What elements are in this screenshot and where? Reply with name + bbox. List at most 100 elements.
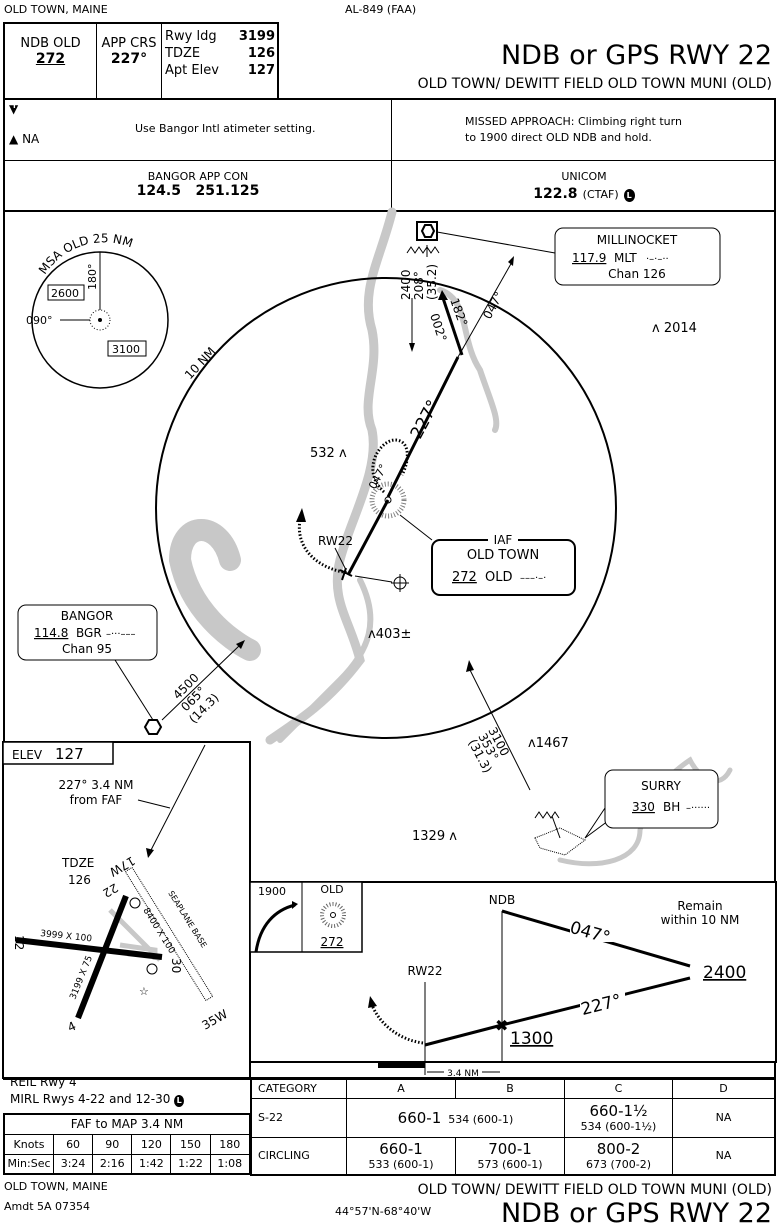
profile-dist: 3.4 NM bbox=[447, 1069, 479, 1079]
bgr-chan: Chan 95 bbox=[62, 642, 112, 656]
millinocket-vortac bbox=[406, 221, 556, 257]
pilot-controlled-lighting-icon: L bbox=[623, 189, 635, 202]
rwy-ldg: 3199 bbox=[238, 29, 275, 44]
briefing-strip: NDB OLD 272 APP CRS 227° Rwy ldg 3199 TDZ… bbox=[3, 22, 279, 100]
airport-name: OLD TOWN/ DEWITT FIELD OLD TOWN MUNI (OL… bbox=[417, 76, 772, 92]
footer-title: NDB or GPS RWY 22 bbox=[500, 1198, 772, 1229]
faf-alt: 1300 bbox=[510, 1029, 553, 1049]
faf-note-2: from FAF bbox=[70, 793, 123, 807]
wind-indicator-icon bbox=[129, 897, 141, 909]
seaplane-base bbox=[124, 866, 214, 1002]
surry-freq: 330 bbox=[632, 800, 655, 814]
altimeter-note: Use Bangor Intl atimeter setting. bbox=[135, 122, 316, 135]
holding-pattern bbox=[371, 438, 409, 494]
obstacle-532: 532 ʌ bbox=[310, 446, 347, 461]
radial-047 bbox=[457, 261, 513, 358]
bangor-callout bbox=[17, 604, 158, 661]
hold-freq: 272 bbox=[321, 935, 344, 949]
missed-approach-path bbox=[297, 519, 351, 575]
minimums-table: CATEGORY A B C D S-22 660-1 534 (600-1) … bbox=[250, 1077, 776, 1176]
elev-value: 127 bbox=[55, 745, 84, 763]
faf-note-1: 227° 3.4 NM bbox=[59, 778, 134, 792]
faf-pointer bbox=[149, 744, 206, 853]
iaf-label: IAF bbox=[494, 533, 513, 547]
feeder-002 bbox=[441, 297, 464, 356]
profile-rw22: RW22 bbox=[408, 964, 443, 978]
app-crs: 227° bbox=[110, 51, 148, 67]
procedure-title: NDB or GPS RWY 22 bbox=[500, 40, 772, 71]
surry-route bbox=[469, 669, 531, 791]
apt-elev: 127 bbox=[247, 63, 275, 78]
faf-cross-icon: ✖ bbox=[495, 1016, 508, 1035]
remain-1: Remain bbox=[677, 899, 722, 913]
chart-id: AL-849 (FAA) bbox=[345, 3, 417, 16]
approach-control: BANGOR APP CON 124.5 251.125 bbox=[136, 170, 260, 199]
unicom: UNICOM 122.8 (CTAF) L bbox=[391, 170, 777, 202]
runway-12-30 bbox=[15, 937, 163, 960]
reil-note: REIL Rwy 4 bbox=[10, 1075, 77, 1089]
mlt-freq: 117.9 bbox=[572, 251, 606, 265]
hold-alt: 1900 bbox=[258, 885, 286, 898]
msa-alt-1: 2600 bbox=[51, 287, 79, 300]
obstacle-403: ʌ403± bbox=[368, 627, 411, 642]
surry-ident: BH bbox=[663, 800, 680, 814]
location-top: OLD TOWN, MAINE bbox=[4, 3, 108, 16]
takeoff-minimums-icon: ▼T bbox=[9, 102, 19, 116]
final-course-label: 227° bbox=[407, 397, 444, 443]
mlt-morse: ·–·–·· bbox=[646, 254, 669, 265]
surry-ndb-icon bbox=[534, 811, 586, 856]
runway-bar bbox=[378, 1062, 425, 1068]
mlt-ident: MLT bbox=[614, 251, 637, 265]
parking-icon bbox=[146, 963, 158, 975]
obstacle-1329: 1329 ʌ bbox=[412, 829, 457, 844]
msa-alt-2: 3100 bbox=[112, 343, 140, 356]
missed-approach-1: MISSED APPROACH: Climbing right turn bbox=[465, 115, 682, 128]
pilot-controlled-lighting-icon: L bbox=[174, 1095, 185, 1107]
rwy-12: 12 bbox=[12, 935, 26, 950]
obstacle-1467: ʌ1467 bbox=[528, 736, 569, 751]
alternate-minimums: ▲ NA bbox=[9, 132, 40, 146]
rw22-label: RW22 bbox=[318, 534, 353, 548]
bgr-route bbox=[161, 644, 241, 721]
mirl-note: MIRL Rwys 4-22 and 12-30 L bbox=[10, 1092, 185, 1107]
footer-coords: 44°57'N-68°40'W bbox=[335, 1205, 432, 1218]
apt-elev-label: Apt Elev bbox=[165, 63, 219, 78]
runway-4-22 bbox=[75, 894, 129, 1020]
bgr-name: BANGOR bbox=[61, 609, 114, 623]
remain-2: within 10 NM bbox=[661, 913, 740, 927]
ring-label: 10 NM bbox=[182, 344, 218, 382]
msa-bearing-090: 090° bbox=[26, 314, 53, 327]
tdze-label: TDZE bbox=[165, 46, 201, 61]
sketch-tdze: 126 bbox=[68, 873, 91, 887]
mlt-name: MILLINOCKET bbox=[597, 233, 678, 247]
profile-ndb: NDB bbox=[489, 893, 515, 907]
mlt-chan: Chan 126 bbox=[608, 267, 666, 281]
obstacle-2014: ʌ 2014 bbox=[652, 321, 697, 336]
beacon-icon: ☆ bbox=[139, 985, 149, 998]
app-crs-label: APP CRS bbox=[101, 36, 157, 51]
surry-callout bbox=[604, 769, 719, 829]
hold-ndb-icon bbox=[320, 902, 346, 928]
alternate-icon: ▲ bbox=[9, 132, 19, 146]
bgr-ident: BGR bbox=[76, 626, 102, 640]
nav-freq: 272 bbox=[35, 51, 66, 67]
sketch-tdze-label: TDZE bbox=[61, 856, 94, 870]
radial-047-label: 047° bbox=[480, 289, 506, 321]
missed-approach-arc bbox=[370, 1004, 424, 1045]
hold-fix: OLD bbox=[320, 883, 343, 896]
final-course bbox=[386, 356, 460, 498]
rwy-30: 30 bbox=[169, 958, 183, 973]
final-segment bbox=[346, 499, 390, 576]
surry-morse: –······ bbox=[686, 803, 710, 814]
bangor-vor-icon bbox=[143, 719, 163, 735]
mlt-route-alt: 2400 bbox=[399, 269, 413, 300]
rwy-ldg-label: Rwy ldg bbox=[165, 29, 217, 44]
surry-name: SURRY bbox=[641, 779, 681, 793]
nav-label: NDB OLD bbox=[20, 36, 81, 51]
footer-airport: OLD TOWN/ DEWITT FIELD OLD TOWN MUNI (OL… bbox=[417, 1182, 772, 1198]
